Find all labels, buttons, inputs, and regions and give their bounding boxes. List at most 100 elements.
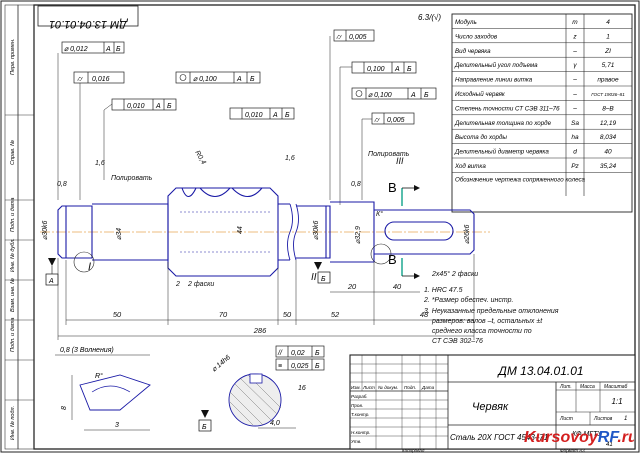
- spec-row-value: 5,71: [602, 62, 615, 69]
- tolerance-frame-10: // 0,02 Б: [275, 345, 325, 358]
- angle-label: К°: [376, 210, 383, 218]
- side-stamp-6: Подп. и дата: [10, 318, 16, 352]
- tolerance-value-2: 0,016: [92, 76, 110, 83]
- roughness-0-8-left: 0,8: [57, 181, 67, 188]
- tb-scale-label: Масштаб: [604, 384, 628, 390]
- title-material: Сталь 20Х ГОСТ 4543–71: [450, 433, 548, 442]
- title-doc-number: ДМ 13.04.01.01: [496, 364, 583, 378]
- thread-detail-note: 0,8 (3 Волнения): [60, 347, 114, 354]
- tolerance-base-5b: Б: [285, 112, 290, 119]
- dim-20: 20: [347, 282, 357, 291]
- tb-role-approved: Утв.: [351, 439, 361, 444]
- polish-label-right: Полировать: [368, 151, 410, 158]
- roughness-1-6-left: 1,6: [95, 160, 105, 167]
- spec-row-value: 12,19: [600, 120, 617, 127]
- tolerance-frame-4: 0,010 А Б: [103, 98, 177, 180]
- datum-b-label: Б: [321, 276, 326, 283]
- tolerance-frame-3: ⌀ 0,100 А Б: [175, 71, 261, 84]
- tb-col-date: Дата: [421, 385, 435, 390]
- diameter-step: ⌀34: [116, 228, 123, 240]
- tb-copied: Копировал: [402, 448, 425, 453]
- dim-48: 48: [420, 310, 429, 319]
- note-3b: размеров: валов –t, остальных ±t: [431, 318, 543, 325]
- svg-text:≡: ≡: [278, 363, 282, 370]
- side-stamp-2: Справ. №: [10, 140, 16, 165]
- chamfer-mid-label: 2 фаски: [187, 281, 214, 288]
- spec-row-symbol: –: [572, 91, 577, 98]
- spec-row-value: правое: [597, 77, 619, 84]
- rotated-doc-number: ДМ 13.04.01.01: [49, 18, 129, 30]
- spec-row-symbol: Pz: [571, 163, 579, 170]
- technical-notes: 1. НRС 47.5 2. *Размер обеспеч. инстр. 3…: [423, 287, 559, 345]
- note-3d: СТ СЭВ 302–76: [432, 338, 483, 345]
- note-hardness: 1. НRС 47.5: [424, 287, 463, 294]
- tb-col-docnum: № докум.: [378, 385, 398, 390]
- ball-radius-label: R°: [95, 372, 103, 380]
- dim-4-0: 4,0: [270, 420, 280, 427]
- tb-lit-label: Лит.: [559, 384, 572, 390]
- svg-text:⌭: ⌭: [336, 34, 342, 41]
- spec-row-value: 4: [606, 19, 610, 26]
- tolerance-base-3a: А: [236, 76, 242, 83]
- side-stamp-4: Инв. № дубл.: [10, 238, 16, 272]
- note-2: 2. *Размер обеспеч. инстр.: [423, 296, 514, 304]
- tolerance-frame-1: ⌀ 0,012 А Б: [57, 41, 125, 200]
- title-block: Изм. Лист № докум. Подп. Дата Разраб. Пр…: [349, 354, 636, 450]
- section-b-bottom: B: [388, 252, 397, 267]
- tolerance-value-7: 0,100: [367, 66, 385, 73]
- tolerance-base-3b: Б: [250, 76, 255, 83]
- svg-text://: //: [277, 350, 283, 357]
- tolerance-value-5: 0,010: [245, 112, 263, 119]
- tb-role-checker: Пров.: [351, 403, 363, 408]
- spec-row-value: 40: [604, 149, 612, 156]
- spec-row-value: ZI: [604, 48, 611, 55]
- dim-40: 40: [393, 282, 402, 291]
- spec-row-name: Делительный диаметр червяка: [454, 149, 549, 156]
- dim-50-left: 50: [113, 310, 122, 319]
- spec-row-name: Высота до хорды: [455, 134, 507, 141]
- tolerance-base-10: Б: [315, 350, 320, 357]
- spec-row-name: Делительный угол подъема: [454, 62, 538, 69]
- tolerance-value-3: ⌀ 0,100: [193, 76, 217, 83]
- tolerance-frame-8: ⌀ 0,100 А Б: [351, 87, 437, 100]
- tb-sheets-label: Листов: [593, 416, 613, 422]
- tb-role-ncontrol: Н.контр.: [351, 430, 370, 435]
- spec-row-symbol: –: [572, 105, 577, 112]
- tb-col-list: Лист: [362, 385, 375, 390]
- tb-format: Формат А3: [560, 448, 585, 453]
- diameter-left-journal: ⌀30k6: [42, 220, 49, 240]
- tolerance-frame-6: ⌭ 0,005: [329, 29, 375, 200]
- dim-8: 8: [61, 406, 68, 410]
- side-stamp-1: Перв. примен.: [10, 38, 16, 75]
- dimension-values: 50 70 50 52 48 286 20 40: [113, 282, 429, 335]
- dim-70: 70: [219, 310, 228, 319]
- diameter-right-journal: ⌀30k6: [313, 220, 320, 240]
- polish-label-left: Полировать: [111, 175, 153, 182]
- spec-row-symbol: ha: [571, 134, 579, 141]
- spec-row-value: ГОСТ 19036–81: [591, 92, 625, 97]
- view-mark-1: I: [88, 261, 91, 273]
- datum-a-label: А: [48, 278, 54, 285]
- dimension-lines: [57, 254, 475, 340]
- tolerance-value-11: 0,025: [291, 363, 309, 370]
- spec-row-symbol: Sa: [571, 120, 579, 127]
- spec-row-symbol: z: [572, 33, 577, 40]
- tolerance-base-7a: А: [394, 66, 400, 73]
- dim-3: 3: [115, 422, 119, 429]
- tolerance-value-4: 0,010: [127, 103, 145, 110]
- tb-organization: КФ МГТУ: [572, 431, 603, 438]
- tb-scale-value: 1:1: [611, 397, 622, 406]
- tolerance-value-8: ⌀ 0,100: [368, 92, 392, 99]
- tb-role-developer: Разраб.: [351, 394, 368, 399]
- tolerance-base-1b: Б: [116, 46, 121, 53]
- thread-detail: 0,8 (3 Волнения) 8 3 R°: [55, 347, 151, 431]
- spec-row-symbol: –: [572, 77, 577, 84]
- spec-row-name: Ход витка: [454, 163, 486, 170]
- svg-text:⌭: ⌭: [374, 117, 380, 124]
- section-b-marks: B B: [388, 180, 420, 279]
- tolerance-base-8a: А: [410, 92, 416, 99]
- side-stamp-5: Взам. инв. №: [10, 278, 16, 312]
- tolerance-value-6: 0,005: [349, 34, 367, 41]
- tb-group: 41: [606, 442, 613, 448]
